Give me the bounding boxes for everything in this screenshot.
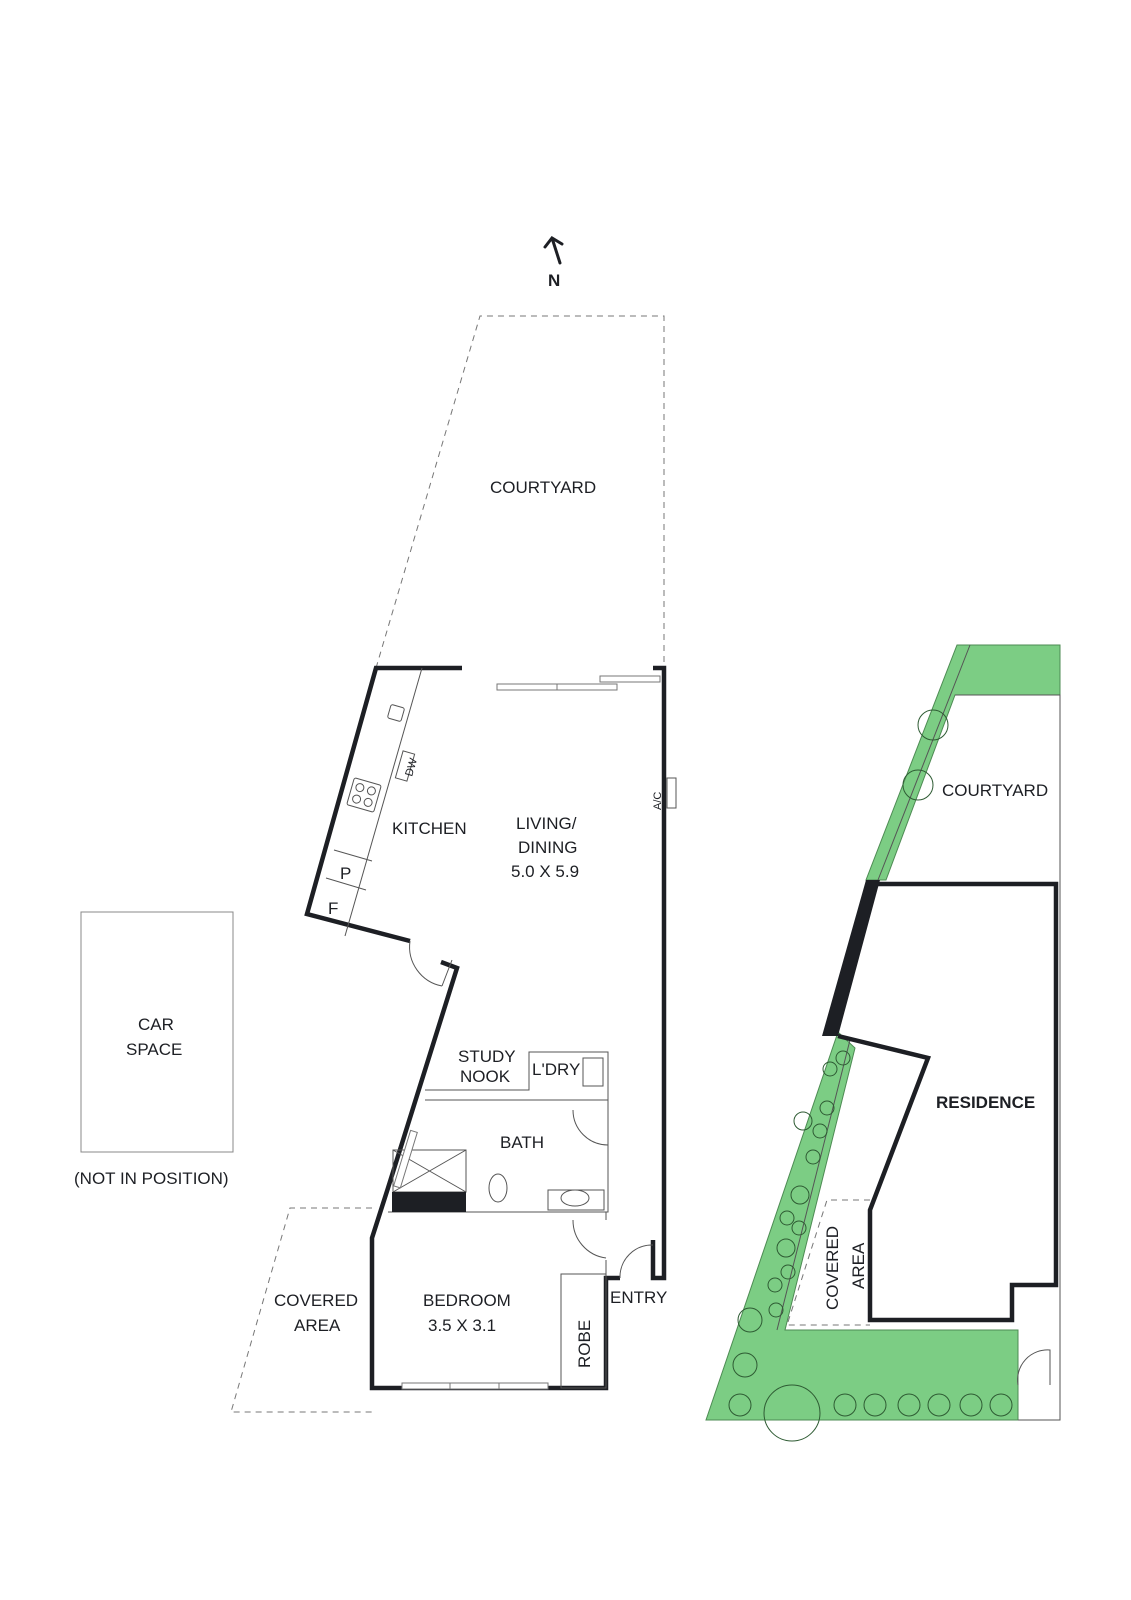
- residence-label: RESIDENCE: [936, 1093, 1035, 1112]
- aircon-label: A/C: [652, 792, 664, 810]
- cooktop-icon: [346, 777, 382, 813]
- bath-door-swing: [572, 1109, 609, 1146]
- compass-label: N: [548, 271, 560, 290]
- kitchen-bench: [344, 667, 423, 937]
- shower-icon: [392, 1149, 467, 1212]
- bedroom-dimensions: 3.5 X 3.1: [428, 1316, 496, 1335]
- study-label-2: NOOK: [460, 1067, 511, 1086]
- dw-label: DW: [403, 756, 420, 778]
- pantry-label: P: [340, 864, 351, 883]
- covered-label-1: COVERED: [274, 1291, 358, 1310]
- laundry-wall: [425, 1051, 609, 1100]
- sink-icon: [387, 704, 405, 722]
- laundry-tub-icon: [582, 1057, 604, 1087]
- bath-window: [393, 1129, 418, 1189]
- bedroom-door-swing: [572, 1219, 607, 1259]
- bedroom-window: [401, 1382, 549, 1390]
- north-arrow-icon: N: [543, 236, 564, 290]
- living-dimensions: 5.0 X 5.9: [511, 862, 579, 881]
- robe: [560, 1273, 607, 1389]
- dishwasher-icon: [394, 750, 416, 782]
- robe-label: ROBE: [575, 1320, 594, 1368]
- car-note: (NOT IN POSITION): [74, 1169, 229, 1188]
- site-plan: COURTYARD RESIDENCE COVERED AREA: [705, 644, 1061, 1442]
- study-label-1: STUDY: [458, 1047, 516, 1066]
- covered-area-boundary: [230, 1207, 372, 1413]
- site-courtyard-label: COURTYARD: [942, 781, 1048, 800]
- courtyard-label: COURTYARD: [490, 478, 596, 497]
- bedroom-label: BEDROOM: [423, 1291, 511, 1310]
- kitchen-label: KITCHEN: [392, 819, 467, 838]
- bath-label: BATH: [500, 1133, 544, 1152]
- living-label-1: LIVING/: [516, 814, 577, 833]
- aircon-icon: [666, 777, 677, 809]
- door-swing: [409, 940, 443, 987]
- exterior-wall-right: [650, 665, 667, 1281]
- door-leaf: [441, 959, 453, 987]
- bath-wall: [388, 1099, 609, 1213]
- site-covered-label-1: COVERED: [823, 1226, 842, 1310]
- pantry-divider: [325, 849, 373, 891]
- entry-door-swing: [619, 1244, 654, 1279]
- laundry-label: L'DRY: [532, 1060, 580, 1079]
- vanity-icon: [547, 1189, 605, 1211]
- site-covered-label-2: AREA: [849, 1242, 868, 1289]
- car-space: [80, 911, 234, 1153]
- basin-icon: [560, 1189, 590, 1207]
- entry-label: ENTRY: [610, 1288, 667, 1307]
- covered-label-2: AREA: [294, 1316, 341, 1335]
- toilet-icon: [488, 1173, 508, 1203]
- car-label-2: SPACE: [126, 1040, 182, 1059]
- fridge-label: F: [328, 899, 338, 918]
- exterior-wall: [304, 665, 462, 944]
- tree-icon: [728, 709, 1013, 1442]
- sliding-door: [496, 675, 661, 691]
- living-label-2: DINING: [518, 838, 578, 857]
- courtyard-boundary: [375, 315, 665, 669]
- car-label-1: CAR: [138, 1015, 174, 1034]
